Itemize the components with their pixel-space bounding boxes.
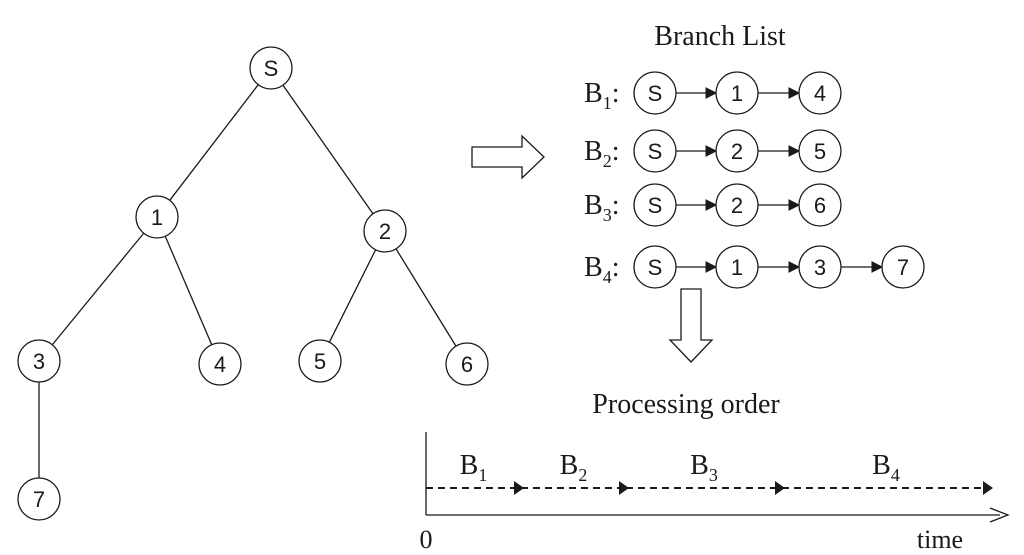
branch-row-b2: B2: S 2 5 bbox=[584, 129, 842, 173]
branch-node-4: 4 bbox=[798, 71, 842, 115]
tree-node-label: 5 bbox=[314, 349, 326, 374]
tree-edge-2-5 bbox=[328, 249, 377, 343]
branch-node-label: 2 bbox=[731, 193, 743, 218]
tree-edge-S-2 bbox=[282, 84, 374, 215]
timeline-segment-b3: B3 bbox=[626, 450, 785, 495]
processing-order-title: Processing order bbox=[592, 389, 780, 420]
transform-arrow-right bbox=[471, 134, 545, 180]
timeline-segment-label: B3 bbox=[690, 450, 718, 485]
tree-node-label: 2 bbox=[379, 219, 391, 244]
tree-node-3: 3 bbox=[17, 339, 61, 383]
branch-node-circle bbox=[798, 183, 842, 227]
branch-node-label: 3 bbox=[814, 255, 826, 280]
branch-node-label: 7 bbox=[897, 255, 909, 280]
branch-node-circle bbox=[798, 129, 842, 173]
tree-node-7: 7 bbox=[17, 477, 61, 521]
timeline-segment-label: B2 bbox=[560, 450, 588, 485]
tree-node-label: 7 bbox=[33, 487, 45, 512]
tree-edge-1-4 bbox=[164, 236, 213, 345]
branch-node-label: S bbox=[648, 139, 663, 164]
timeline-segment-b4: B4 bbox=[782, 450, 993, 495]
branch-node-s: S bbox=[633, 129, 677, 173]
branch-row-b4: B4: S 1 3 7 bbox=[584, 245, 925, 289]
branch-node-circle bbox=[881, 245, 925, 289]
branch-list-title: Branch List bbox=[654, 21, 786, 52]
tree-node-label: 1 bbox=[151, 205, 163, 230]
tree-node-label: 3 bbox=[33, 349, 45, 374]
branch-node-s: S bbox=[633, 245, 677, 289]
tree-node-circle bbox=[298, 339, 342, 383]
branch-node-label: S bbox=[648, 81, 663, 106]
branch-node-label: S bbox=[648, 193, 663, 218]
tree-node-circle bbox=[17, 477, 61, 521]
branch-node-label: 6 bbox=[814, 193, 826, 218]
tree-node-label: S bbox=[264, 56, 279, 81]
timeline-origin-label: 0 bbox=[420, 525, 433, 554]
branch-node-7: 7 bbox=[881, 245, 925, 289]
tree-node-circle bbox=[363, 209, 407, 253]
branch-node-3: 3 bbox=[798, 245, 842, 289]
branch-node-label: 5 bbox=[814, 139, 826, 164]
tree-node-label: 4 bbox=[214, 352, 226, 377]
tree-edges bbox=[38, 84, 457, 478]
tree-edge-1-3 bbox=[51, 232, 145, 346]
tree-node-label: 6 bbox=[461, 352, 473, 377]
tree-node-circle bbox=[135, 195, 179, 239]
timeline-segment-label: B1 bbox=[460, 450, 488, 485]
tree-node-6: 6 bbox=[445, 342, 489, 386]
branch-node-label: 2 bbox=[731, 139, 743, 164]
timeline-segments: B1 B2 B3 B4 bbox=[426, 450, 993, 495]
branch-label: B3: bbox=[584, 190, 619, 225]
branch-node-1: 1 bbox=[715, 71, 759, 115]
branch-node-label: S bbox=[648, 255, 663, 280]
timeline-arrowhead bbox=[983, 481, 993, 495]
tree-nodes: S 1 2 3 4 5 6 7 bbox=[17, 46, 489, 521]
branch-label: B1: bbox=[584, 78, 619, 113]
branch-row-b3: B3: S 2 6 bbox=[584, 183, 842, 227]
branch-node-6: 6 bbox=[798, 183, 842, 227]
branch-node-circle bbox=[798, 71, 842, 115]
timeline-segment-b1: B1 bbox=[426, 450, 524, 495]
branch-list: B1: S 1 4B2: S 2 5B3: S 2 6B4: S 1 3 7 bbox=[584, 71, 925, 289]
tree-node-circle bbox=[198, 342, 242, 386]
tree-node-s: S bbox=[249, 46, 293, 90]
branch-node-5: 5 bbox=[798, 129, 842, 173]
timeline-arrowhead bbox=[775, 481, 785, 495]
branch-row-b1: B1: S 1 4 bbox=[584, 71, 842, 115]
tree: S 1 2 3 4 5 6 7 bbox=[17, 46, 489, 521]
timeline-arrowhead bbox=[619, 481, 629, 495]
tree-node-circle bbox=[17, 339, 61, 383]
branch-node-2: 2 bbox=[715, 129, 759, 173]
transform-arrow-down bbox=[668, 288, 714, 363]
tree-node-5: 5 bbox=[298, 339, 342, 383]
tree-node-2: 2 bbox=[363, 209, 407, 253]
branch-node-label: 4 bbox=[814, 81, 826, 106]
timeline-arrowhead bbox=[514, 481, 524, 495]
branch-node-2: 2 bbox=[715, 183, 759, 227]
tree-node-circle bbox=[445, 342, 489, 386]
branch-node-s: S bbox=[633, 183, 677, 227]
tree-node-4: 4 bbox=[198, 342, 242, 386]
tree-node-circle bbox=[249, 46, 293, 90]
branch-node-label: 1 bbox=[731, 255, 743, 280]
branch-node-1: 1 bbox=[715, 245, 759, 289]
branch-node-label: 1 bbox=[731, 81, 743, 106]
processing-timeline: 0 time B1 B2 B3 B4 bbox=[420, 432, 1010, 554]
timeline-segment-label: B4 bbox=[872, 450, 900, 485]
branch-node-s: S bbox=[633, 71, 677, 115]
tree-node-1: 1 bbox=[135, 195, 179, 239]
tree-edge-2-6 bbox=[395, 248, 457, 347]
timeline-x-axis-arrowhead bbox=[989, 507, 1010, 523]
branch-label: B2: bbox=[584, 136, 619, 171]
tree-edge-S-1 bbox=[169, 84, 259, 201]
timeline-axis-label: time bbox=[917, 525, 963, 554]
timeline-segment-b2: B2 bbox=[521, 450, 629, 495]
branch-label: B4: bbox=[584, 252, 619, 287]
